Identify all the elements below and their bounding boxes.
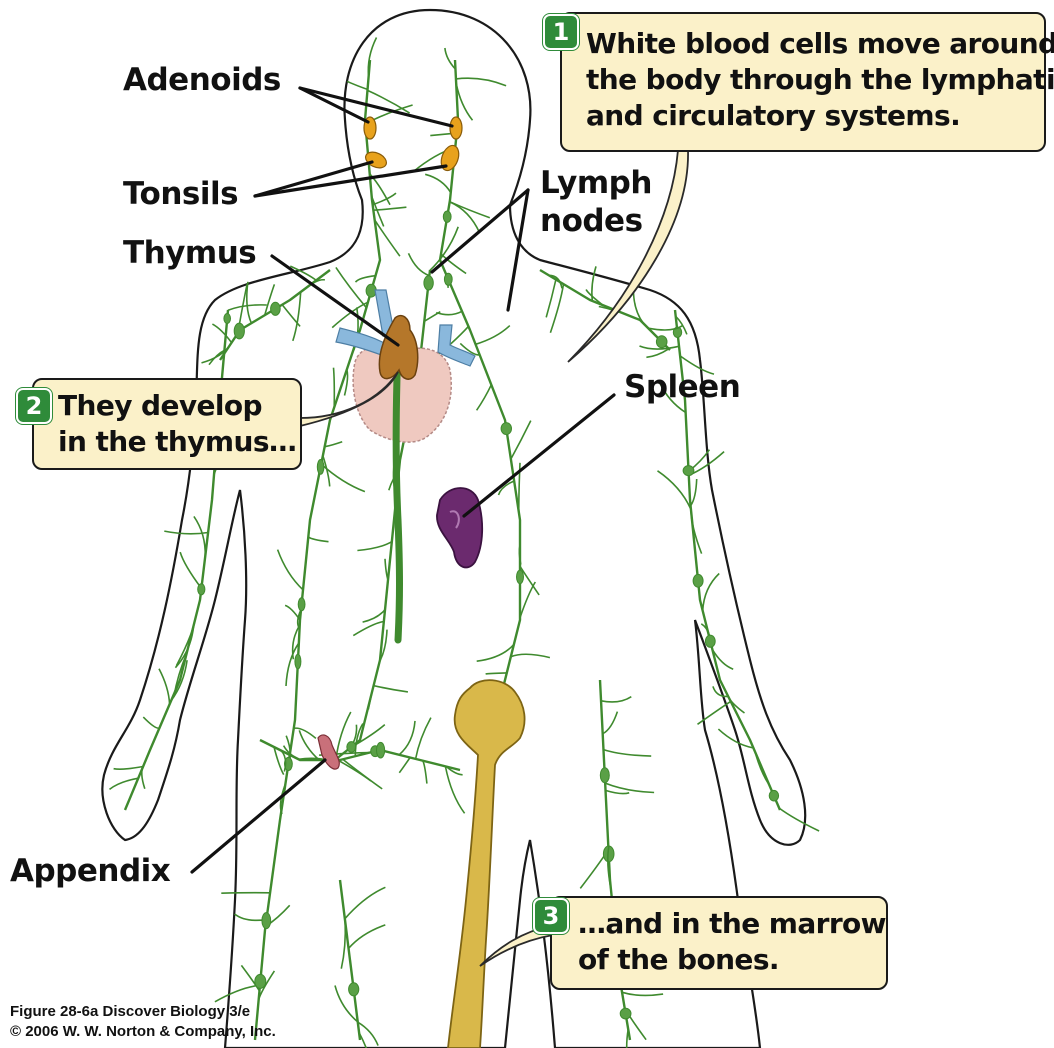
callout-3-line-2: of the bones. (578, 943, 780, 976)
thoracic-duct (392, 341, 403, 644)
thymus-organ (378, 314, 419, 380)
label-spleen: Spleen (624, 369, 741, 405)
callout-1-line-1: White blood cells move around (586, 27, 1054, 60)
vessel-right (437, 324, 476, 367)
spleen-organ (436, 487, 484, 569)
callout-1: White blood cells move around the body t… (560, 12, 1054, 152)
callout-3: …and in the marrow of the bones. (550, 896, 888, 990)
callout-1-line-3: and circulatory systems. (586, 99, 961, 132)
figure-credit-line-1: Figure 28-6a Discover Biology 3/e (10, 1003, 251, 1020)
callout-1-line-2: the body through the lymphatic (586, 63, 1054, 96)
callout-1-badge: 1 (543, 14, 579, 50)
pointer-lines (190, 86, 616, 874)
callout-3-badge: 3 (533, 898, 569, 934)
label-thymus: Thymus (123, 235, 257, 271)
adenoid-right (449, 116, 463, 140)
label-lymph: Lymph (540, 165, 652, 201)
femur-bone (447, 679, 526, 1048)
label-appendix: Appendix (10, 853, 171, 889)
label-nodes: nodes (540, 203, 643, 239)
tonsil-right (440, 144, 460, 172)
callout-3-line-1: …and in the marrow (578, 907, 887, 940)
label-tonsils: Tonsils (123, 176, 239, 212)
appendix-organ (317, 734, 340, 770)
callout-2-line-1: They develop (58, 389, 263, 422)
figure-credit-line-2: © 2006 W. W. Norton & Company, Inc. (10, 1023, 276, 1040)
label-adenoids: Adenoids (123, 62, 281, 98)
callout-2: They develop in the thymus… (32, 378, 302, 470)
callout-2-badge: 2 (16, 388, 52, 424)
callout-2-line-2: in the thymus… (58, 425, 297, 458)
